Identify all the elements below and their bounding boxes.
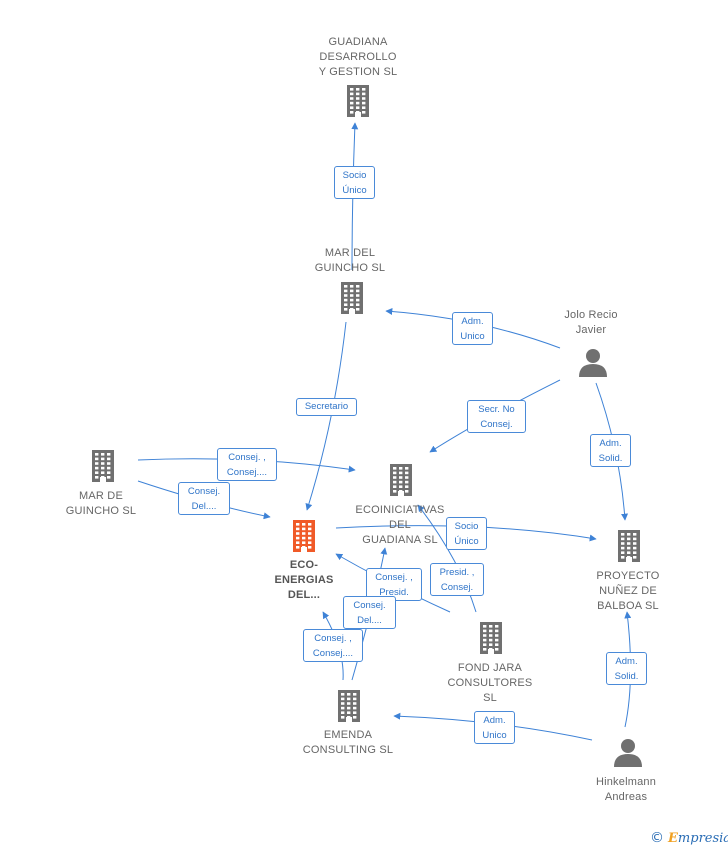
relation-label-mdeg-eco[interactable]: Consej. Del.... bbox=[178, 482, 230, 515]
relation-label-hk-pn[interactable]: Adm. Solid. bbox=[606, 652, 647, 685]
company-building-icon[interactable] bbox=[341, 282, 363, 314]
brand-name: mpresia bbox=[677, 831, 728, 846]
edge-fj-ecoin bbox=[417, 504, 477, 613]
company-building-icon[interactable] bbox=[347, 85, 369, 117]
relation-label-hk-em[interactable]: Adm. Unico bbox=[474, 711, 515, 744]
person-icon[interactable] bbox=[614, 739, 642, 767]
focus-company-building-icon[interactable] bbox=[293, 520, 315, 552]
node-label-fond-jara[interactable]: FOND JARA CONSULTORES SL bbox=[447, 662, 533, 704]
company-building-icon[interactable] bbox=[390, 464, 412, 496]
company-building-icon[interactable] bbox=[618, 530, 640, 562]
node-label-hinkelmann[interactable]: Hinkelmann Andreas bbox=[595, 776, 657, 803]
copyright-brand: © Empresia bbox=[650, 830, 728, 846]
node-label-guadiana-desarrollo[interactable]: GUADIANA DESARROLLO Y GESTION SL bbox=[318, 36, 398, 78]
node-label-emenda[interactable]: EMENDA CONSULTING SL bbox=[302, 729, 394, 756]
node-label-ecoiniciativas[interactable]: ECOINICIATIVAS DEL GUADIANA SL bbox=[355, 504, 445, 546]
edge-mdg-eco bbox=[305, 321, 347, 511]
relation-label-eco-pn[interactable]: Socio Único bbox=[446, 517, 487, 550]
company-building-icon[interactable] bbox=[480, 622, 502, 654]
copyright-icon: © bbox=[650, 830, 664, 846]
relation-label-mdeg-ecoin[interactable]: Consej. , Consej.... bbox=[217, 448, 277, 481]
node-label-mar-del-guincho[interactable]: MAR DEL GUINCHO SL bbox=[314, 247, 386, 274]
relation-label-jr-pn[interactable]: Adm. Solid. bbox=[590, 434, 631, 467]
company-building-icon[interactable] bbox=[338, 690, 360, 722]
relation-label-jr-mdg[interactable]: Adm. Unico bbox=[452, 312, 493, 345]
brand-initial: E bbox=[668, 831, 678, 846]
node-label-jolo-recio[interactable]: Jolo Recio Javier bbox=[564, 309, 618, 336]
relation-label-em-ecoin[interactable]: Consej. Del.... bbox=[343, 596, 396, 629]
relation-label-mdg-eco[interactable]: Secretario bbox=[296, 398, 357, 416]
node-label-eco-energias[interactable]: ECO- ENERGIAS DEL... bbox=[274, 559, 334, 601]
relation-label-fj-ecoin[interactable]: Presid. , Consej. bbox=[430, 563, 484, 596]
relation-label-jr-ecoin[interactable]: Secr. No Consej. bbox=[467, 400, 526, 433]
node-label-proyecto-nunez[interactable]: PROYECTO NUÑEZ DE BALBOA SL bbox=[596, 570, 660, 612]
company-building-icon[interactable] bbox=[92, 450, 114, 482]
person-icon[interactable] bbox=[579, 349, 607, 377]
relation-label-mdg-gd[interactable]: Socio Único bbox=[334, 166, 375, 199]
node-label-mar-de-guincho[interactable]: MAR DE GUINCHO SL bbox=[65, 490, 137, 517]
relation-label-em-eco[interactable]: Consej. , Consej.... bbox=[303, 629, 363, 662]
